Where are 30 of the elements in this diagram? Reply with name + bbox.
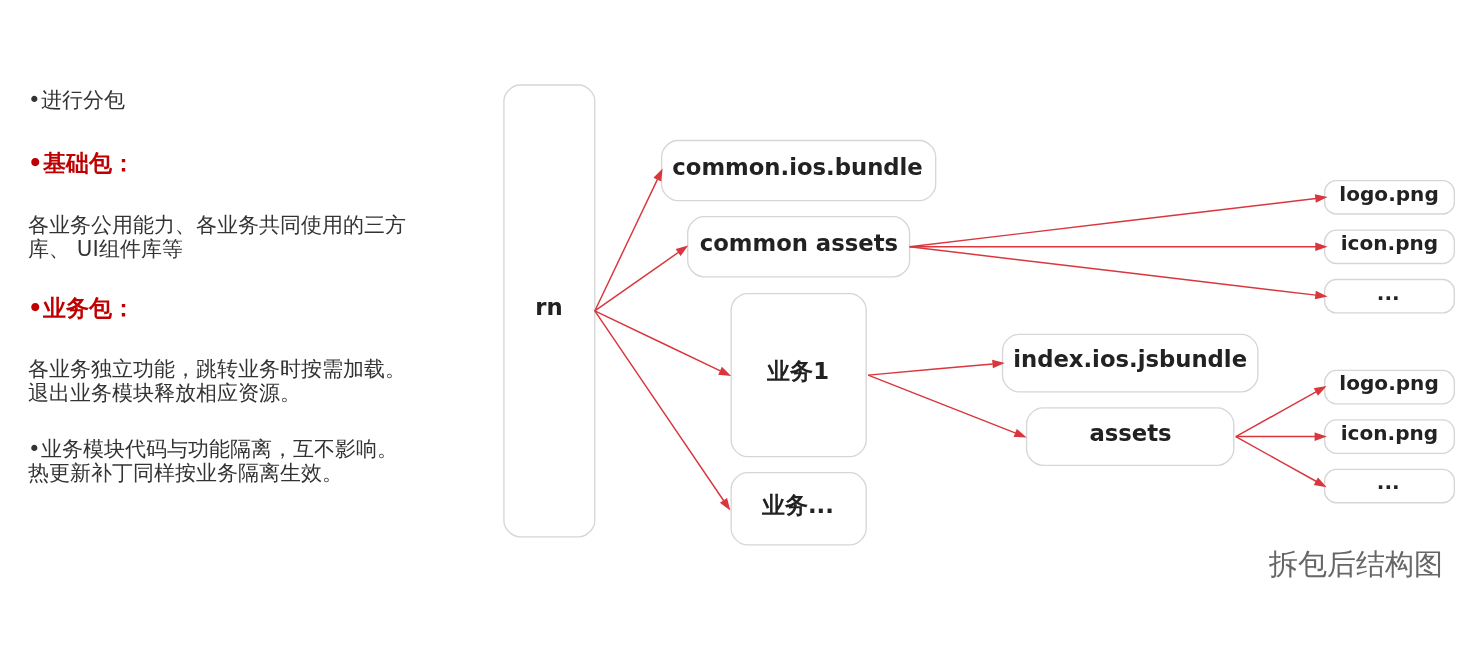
node-box: common.ios.bundle: [661, 139, 937, 201]
node-box: logo.png: [1324, 369, 1455, 405]
node-box: icon.png: [1324, 228, 1455, 264]
node-box: ...: [1324, 468, 1455, 503]
label: •进行分包: [28, 86, 125, 112]
arrow: [1235, 435, 1327, 487]
label: 各业务独立功能，跳转业务时按需加载。退出业务模块释放相应资源。: [28, 355, 407, 405]
arrow: [594, 309, 732, 376]
node-box: common assets: [687, 215, 911, 278]
node-box: logo.png: [1324, 179, 1455, 215]
label: 各业务公用能力、各业务共同使用的三方库、 UI组件库等: [28, 211, 407, 261]
arrow: [594, 245, 689, 312]
caption: 拆包后结构图: [1269, 546, 1444, 581]
node-box: index.ios.jsbundle: [1001, 333, 1259, 392]
label: •业务包：: [28, 294, 135, 321]
node-box: 业务...: [730, 471, 867, 546]
node-box: icon.png: [1324, 418, 1455, 454]
arrow: [594, 309, 731, 511]
node-box: 业务1: [730, 292, 867, 457]
label: •基础包：: [28, 149, 135, 176]
node-box: rn: [503, 83, 596, 538]
arrow: [594, 168, 663, 312]
node-box: assets: [1025, 406, 1235, 466]
arrow: [1235, 431, 1327, 441]
label: •业务模块代码与功能隔离，互不影响。热更新补丁同样按业务隔离生效。: [28, 435, 398, 485]
arrow: [867, 359, 1005, 376]
arrow: [908, 245, 1328, 299]
arrow: [867, 373, 1027, 437]
node-box: ...: [1324, 278, 1455, 314]
arrow: [1235, 385, 1327, 437]
